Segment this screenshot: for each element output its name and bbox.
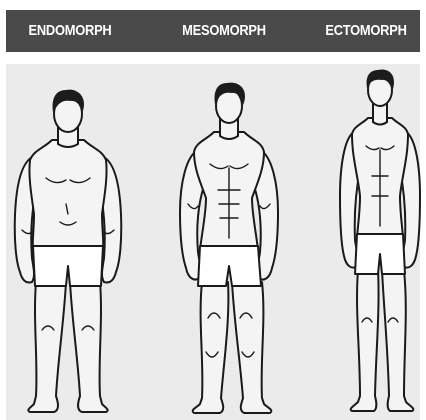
ectomorph-right-leg xyxy=(382,270,413,411)
endomorph-torso xyxy=(29,140,106,250)
endomorph-left-leg xyxy=(28,282,66,412)
ectomorph-left-leg xyxy=(351,270,379,411)
mesomorph-shorts xyxy=(198,246,261,286)
endomorph-figure xyxy=(15,90,122,412)
mesomorph-left-leg xyxy=(193,282,229,413)
endomorph-shorts xyxy=(33,246,103,286)
ectomorph-figure xyxy=(340,70,420,412)
endomorph-right-leg xyxy=(70,282,108,412)
ectomorph-shorts xyxy=(355,234,405,274)
mesomorph-figure xyxy=(180,83,278,413)
mesomorph-right-leg xyxy=(232,282,271,413)
